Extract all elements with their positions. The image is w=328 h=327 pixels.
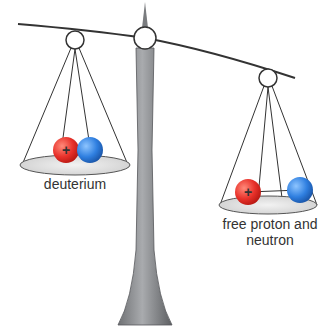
particle-label: free proton and neutron <box>220 216 320 248</box>
right-ring <box>259 69 277 87</box>
pivot-ring <box>134 27 156 49</box>
neutron <box>287 177 313 203</box>
stand-spike <box>142 2 148 28</box>
particle-label: deuterium <box>25 176 125 192</box>
left-strings <box>22 48 128 165</box>
proton <box>235 179 261 205</box>
charge-sign: + <box>58 141 74 159</box>
right-strings <box>220 86 317 205</box>
charge-sign: + <box>240 183 256 201</box>
neutron <box>77 137 103 163</box>
stand-pillar <box>118 48 172 325</box>
proton <box>53 137 79 163</box>
balance-beam <box>18 24 295 78</box>
left-ring <box>66 31 84 49</box>
